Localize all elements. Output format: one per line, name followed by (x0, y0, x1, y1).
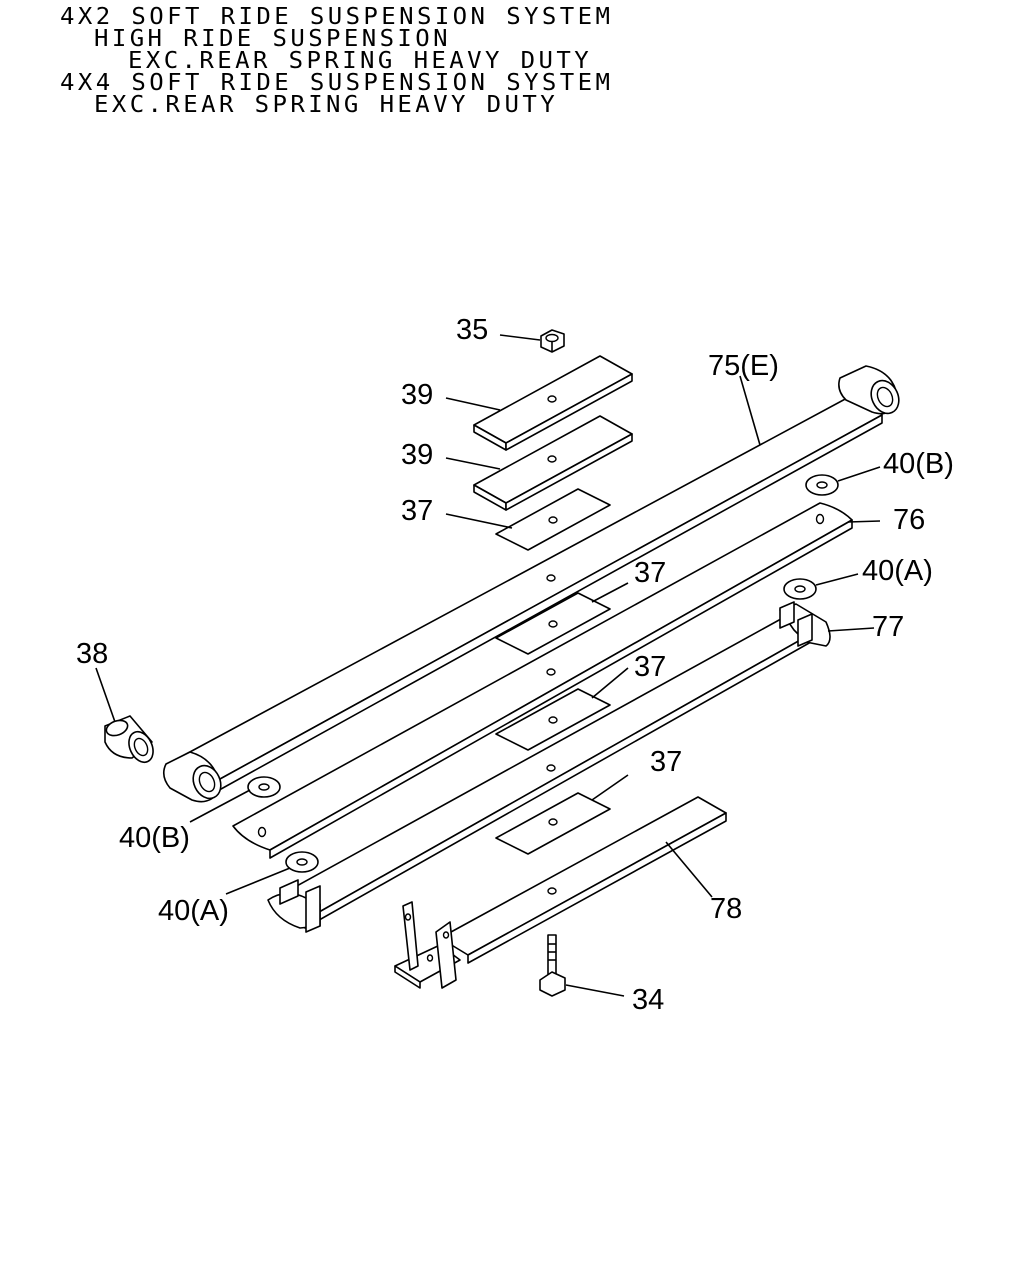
part-40a-washer-left (285, 851, 319, 873)
part-37-pad-4 (495, 792, 611, 855)
part-34-bolt (539, 934, 566, 997)
part-76-second-leaf (232, 502, 853, 859)
callout-40b-right: 40(B) (883, 448, 954, 480)
leader-75 (739, 375, 761, 446)
leader-37-4 (591, 774, 629, 801)
leader-37-1 (445, 513, 513, 529)
part-38-bushing (104, 715, 154, 764)
header-line-3: EXC.REAR SPRING HEAVY DUTY (128, 47, 593, 74)
leader-38 (95, 667, 116, 723)
part-78-bottom-leaf (394, 796, 727, 989)
callout-75e: 75(E) (708, 350, 779, 382)
leader-39-upper (445, 397, 501, 411)
callout-38: 38 (76, 638, 108, 670)
leader-40a-left (225, 867, 291, 895)
part-37-pad-3 (495, 688, 611, 751)
header-line-2: HIGH RIDE SUSPENSION (94, 25, 451, 52)
callout-37-3: 37 (634, 651, 666, 683)
part-39-plate-upper (473, 355, 633, 451)
leader-lines (95, 334, 881, 997)
header-line-1: 4X2 SOFT RIDE SUSPENSION SYSTEM (60, 3, 614, 30)
part-40b-washer-right (805, 474, 839, 496)
callout-34: 34 (632, 984, 664, 1016)
leader-40b-right (837, 466, 881, 482)
callout-37-1: 37 (401, 495, 433, 527)
callout-77: 77 (872, 611, 904, 643)
callout-37-4: 37 (650, 746, 682, 778)
leader-40b-left (189, 789, 251, 823)
part-35-nut (540, 329, 565, 353)
part-75-main-leaf (162, 365, 900, 803)
header-line-4: 4X4 SOFT RIDE SUSPENSION SYSTEM (60, 69, 614, 96)
leader-35 (499, 334, 541, 341)
leader-37-3 (591, 667, 629, 699)
leader-34 (565, 984, 625, 997)
callout-76: 76 (893, 504, 925, 536)
callout-40a-right: 40(A) (862, 555, 933, 587)
callout-40b-left: 40(B) (119, 822, 190, 854)
part-37-pad-2 (495, 592, 611, 655)
part-40a-washer-right (783, 578, 817, 600)
part-40b-washer-left (247, 776, 281, 798)
callout-39-lower: 39 (401, 439, 433, 471)
part-39-plate-lower (473, 415, 633, 511)
header-line-5: EXC.REAR SPRING HEAVY DUTY (94, 91, 559, 118)
leader-77 (827, 627, 875, 632)
callout-35: 35 (456, 314, 488, 346)
callout-labels: 35 39 39 37 37 37 37 75(E) 40(B) 76 40(A… (76, 314, 954, 1016)
part-77-third-leaf (267, 601, 831, 933)
leader-40a-right (815, 573, 859, 586)
callout-40a-left: 40(A) (158, 895, 229, 927)
callout-39-upper: 39 (401, 379, 433, 411)
leader-76 (847, 520, 881, 523)
leader-78 (665, 841, 713, 898)
leader-37-2 (591, 582, 629, 603)
callout-78: 78 (710, 893, 742, 925)
leader-39-lower (445, 457, 501, 470)
callout-37-2: 37 (634, 557, 666, 589)
part-37-pad-1 (495, 488, 611, 551)
